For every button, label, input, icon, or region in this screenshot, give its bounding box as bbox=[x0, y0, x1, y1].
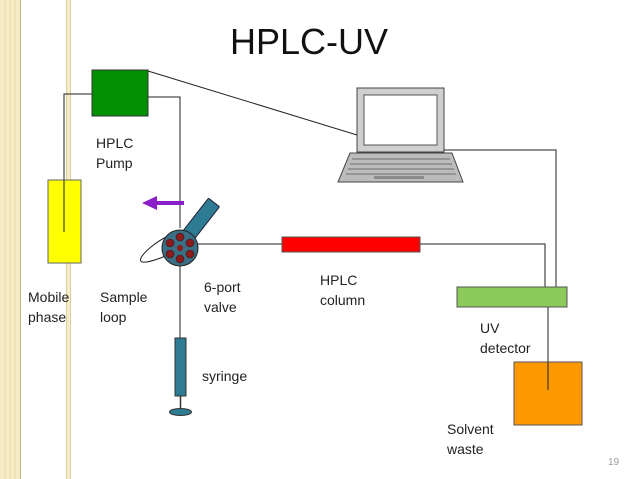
valve-center bbox=[177, 245, 183, 251]
computer-to-pump-line bbox=[147, 70, 358, 136]
sample-loop-label: Sample loop bbox=[100, 289, 148, 325]
valve-port bbox=[175, 254, 185, 264]
syringe-label: syringe bbox=[202, 368, 248, 384]
hplc-column bbox=[281, 236, 421, 253]
uv-detector-label: UV detector bbox=[480, 320, 531, 356]
left-arrow-icon bbox=[142, 196, 184, 210]
hplc-pump-box bbox=[91, 69, 149, 117]
valve-port bbox=[165, 249, 175, 259]
pump-to-valve-line bbox=[148, 96, 181, 228]
sample-loop-line bbox=[140, 236, 169, 263]
hplc-pump-label: HPLC Pump bbox=[96, 135, 134, 171]
page-title: HPLC-UV bbox=[230, 21, 389, 62]
column-to-detector-line bbox=[420, 243, 546, 287]
left-decorative-band bbox=[0, 0, 21, 479]
computer-to-detector-line bbox=[444, 149, 557, 287]
mobile-phase-label: Mobile phase bbox=[28, 289, 70, 325]
valve-port bbox=[185, 249, 195, 259]
laptop-icon bbox=[337, 87, 464, 183]
valve-port bbox=[175, 232, 185, 242]
laptop-screen bbox=[363, 94, 438, 146]
page-number: 19 bbox=[608, 457, 620, 468]
laptop-keyboard-base bbox=[337, 152, 464, 183]
uv-detector bbox=[456, 286, 568, 308]
solvent-waste-label: Solvent waste bbox=[447, 421, 494, 457]
six-port-valve-label: 6-port valve bbox=[204, 279, 241, 315]
valve-port bbox=[185, 238, 195, 248]
hplc-column-label: HPLC column bbox=[320, 272, 366, 308]
six-port-valve bbox=[161, 198, 220, 267]
valve-port bbox=[165, 238, 175, 248]
tubing-lines bbox=[63, 70, 557, 388]
syringe-icon bbox=[169, 337, 192, 416]
